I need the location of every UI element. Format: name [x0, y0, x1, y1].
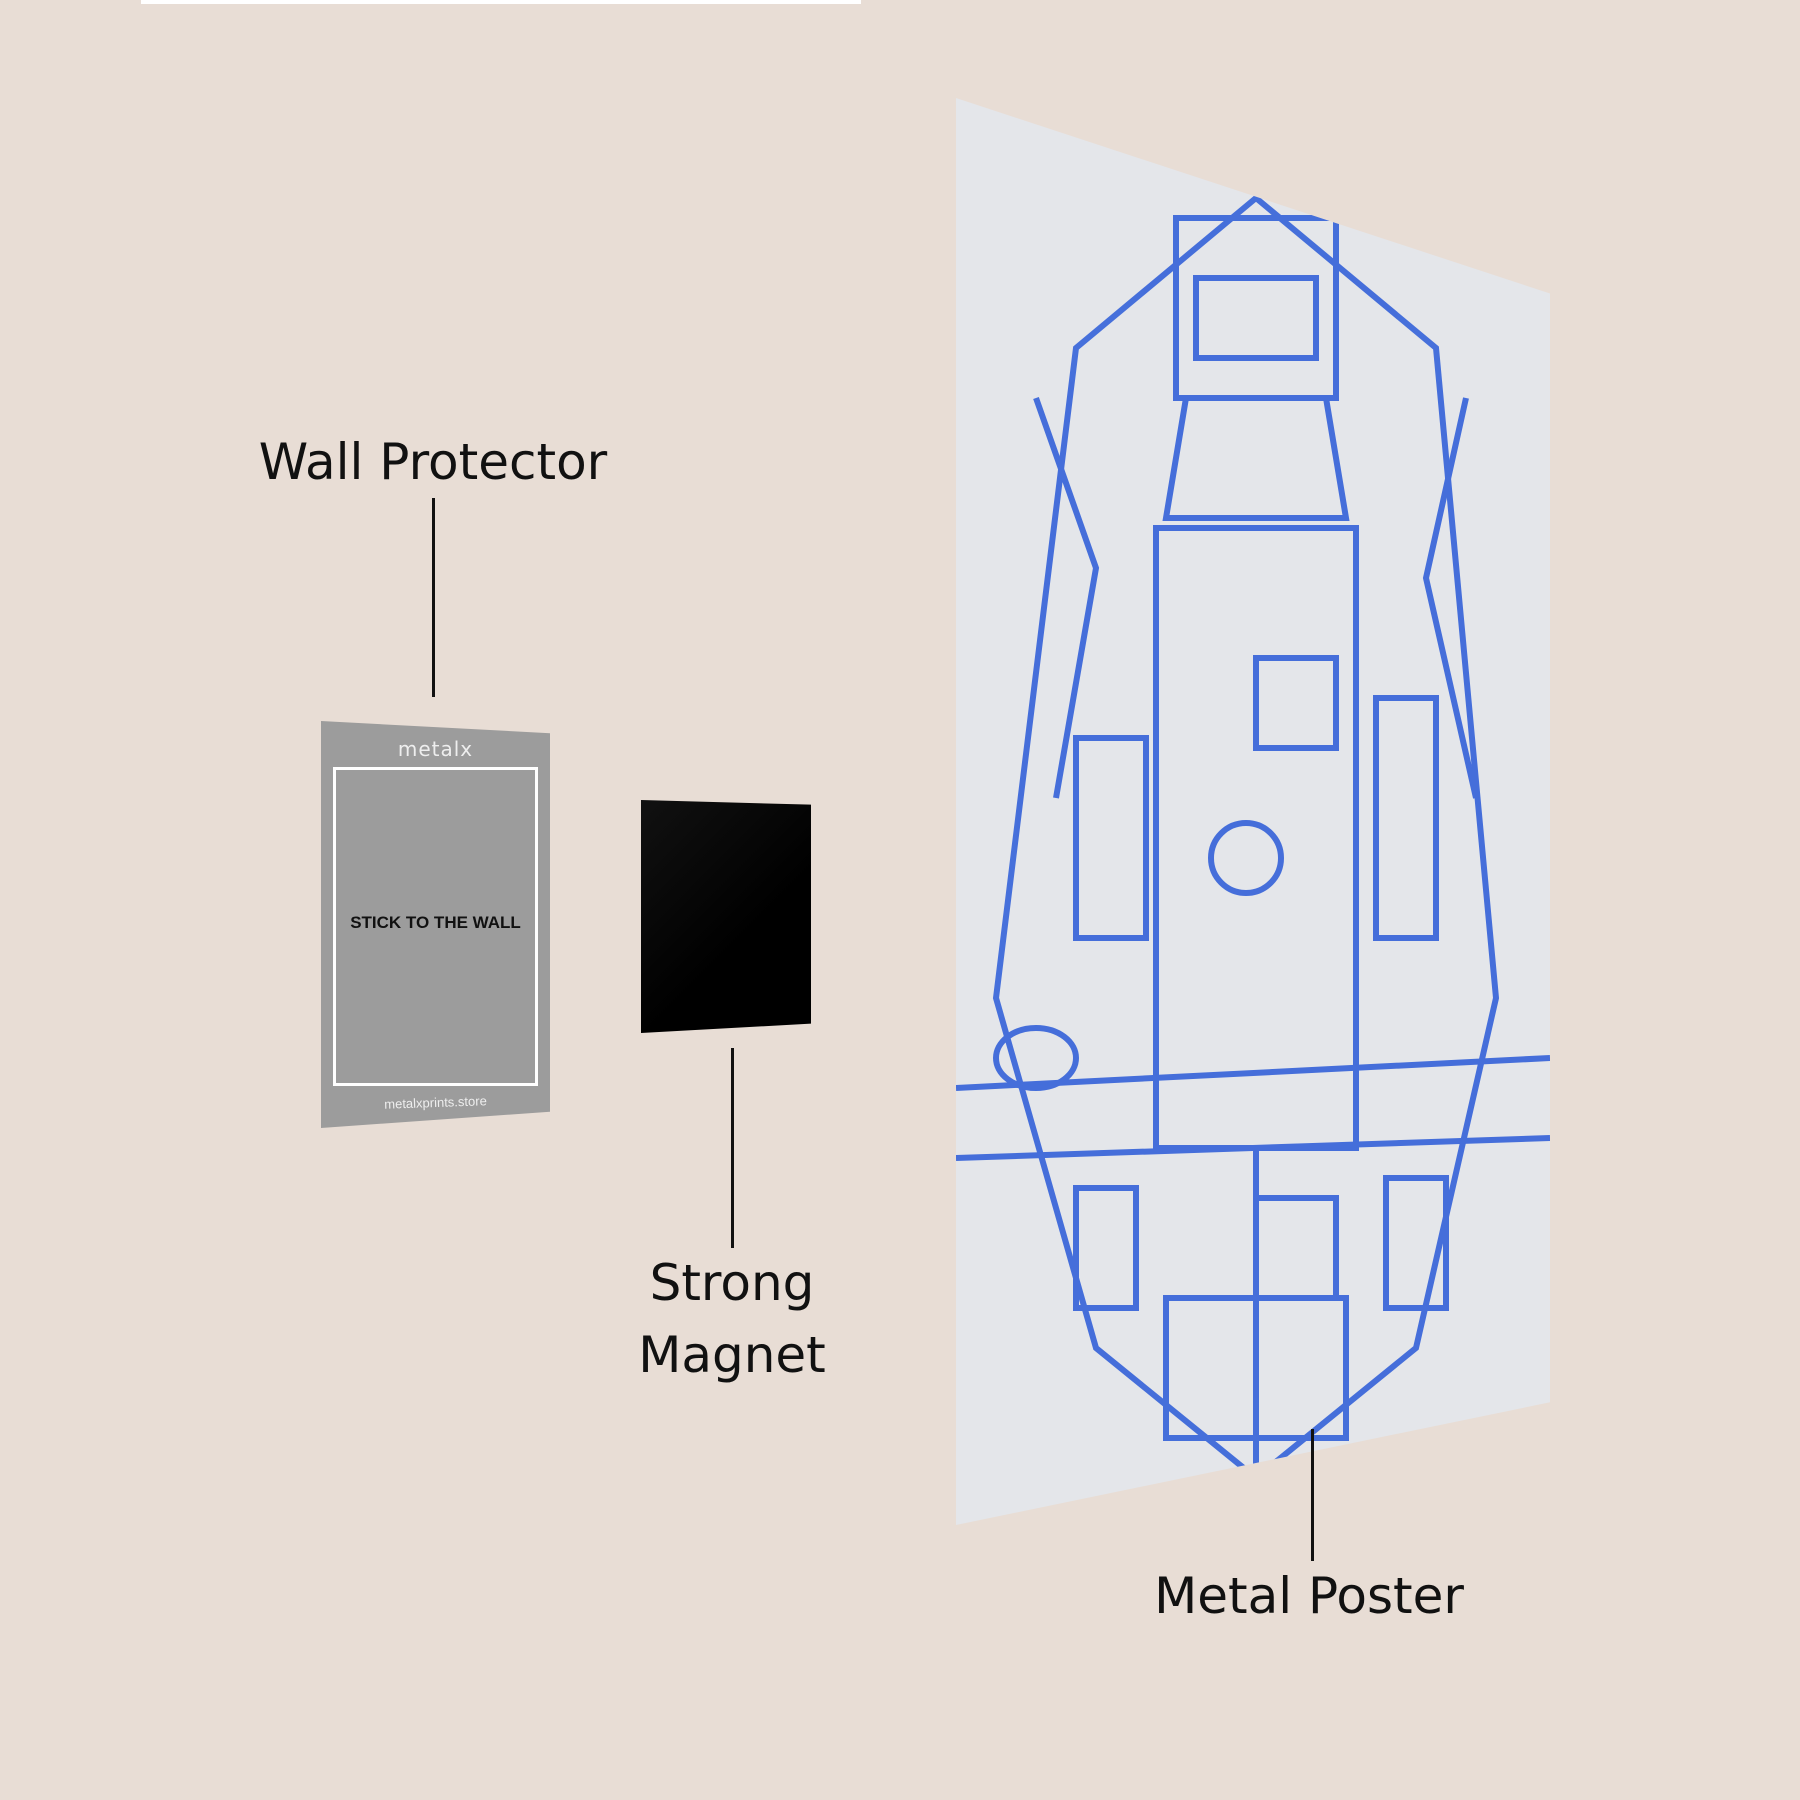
strong-magnet-label-line1: Strong — [649, 1254, 815, 1312]
wall-protector-label: Wall Protector — [258, 433, 608, 491]
store-url: metalxprints.store — [383, 1093, 488, 1112]
protector-frame — [333, 767, 538, 1086]
metal-poster-label: Metal Poster — [1154, 1567, 1464, 1625]
wall-protector-plate: metalx STICK TO THE WALL metalxprints.st… — [321, 721, 550, 1128]
metal-poster-image — [956, 98, 1550, 1525]
strong-magnet-label-line2: Magnet — [638, 1326, 826, 1384]
magnet-pointer-line — [731, 1048, 734, 1248]
stick-instruction: STICK TO THE WALL — [350, 913, 521, 932]
strong-magnet-plate — [641, 800, 811, 1033]
blueprint-spaceship-illustration — [956, 194, 1550, 1482]
metalx-logo: metalx — [397, 737, 474, 761]
wall-protector-pointer-line — [432, 498, 435, 697]
poster-pointer-line — [1311, 1429, 1314, 1561]
top-edge-bar — [141, 0, 861, 4]
